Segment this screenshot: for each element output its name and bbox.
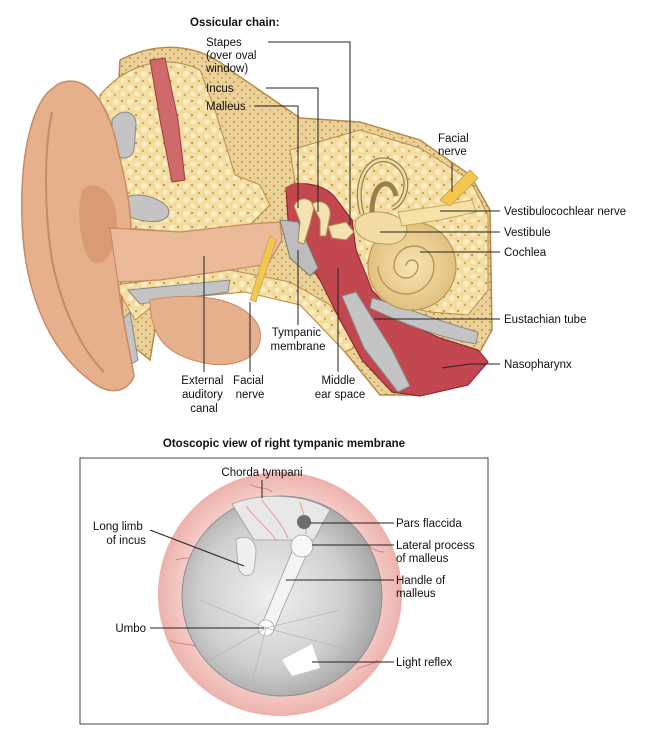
auricle-fold	[45, 111, 105, 373]
top-labels: Stapes (over oval window) Incus Malleus …	[181, 37, 626, 415]
pars-flaccida-dark	[297, 515, 311, 529]
stapes-leader	[268, 41, 351, 225]
label-middle-ear-space: Middle ear space	[315, 375, 366, 401]
light-reflex-shape	[282, 644, 320, 676]
label-chorda-tympani: Chorda tympani	[221, 467, 302, 479]
label-long-limb-incus: Long limb of incus	[93, 521, 146, 547]
label-stapes: Stapes (over oval window)	[205, 37, 260, 75]
label-eustachian-tube: Eustachian tube	[504, 314, 586, 326]
tympanic-membrane	[279, 219, 319, 277]
incus-shadow	[235, 536, 257, 577]
label-lateral-process: Lateral process of malleus	[396, 540, 478, 565]
label-malleus: Malleus	[206, 101, 246, 113]
facial-nerve-top-shape	[439, 169, 479, 207]
top-leader-lines	[203, 41, 500, 372]
label-facial-nerve-bottom: Facial nerve	[233, 375, 267, 401]
label-vestibulocochlear-nerve: Vestibulocochlear nerve	[504, 206, 626, 218]
earlobe	[149, 295, 261, 366]
vestibulocochlear-nerve-shape	[397, 199, 477, 227]
label-handle-malleus: Handle of malleus	[396, 575, 448, 600]
incus-leader	[266, 87, 319, 212]
facial-nerve-bottom-shape	[249, 235, 277, 303]
label-pars-flaccida: Pars flaccida	[396, 518, 462, 530]
malleus-leader	[254, 105, 299, 208]
eustachian-cartilage	[341, 291, 411, 393]
bottom-leader-lines	[149, 480, 394, 663]
label-nasopharynx: Nasopharynx	[504, 359, 572, 371]
muscle-strip	[149, 57, 186, 183]
otoscopic-view	[158, 472, 402, 716]
label-tympanic-membrane: Tympanic membrane	[271, 327, 326, 353]
label-vestibule: Vestibule	[504, 227, 551, 239]
cochlea-spiral	[377, 245, 435, 295]
concha	[79, 185, 117, 264]
stapes	[327, 221, 355, 241]
incus	[311, 201, 331, 237]
external-auditory-canal	[109, 221, 283, 283]
label-cochlea: Cochlea	[504, 247, 547, 259]
vestibule	[354, 211, 408, 245]
label-external-auditory-canal: External auditory canal	[181, 375, 226, 415]
label-umbo: Umbo	[115, 623, 146, 635]
nasopharynx-leader	[441, 363, 500, 369]
membrane-texture	[199, 599, 351, 691]
malleus	[293, 198, 315, 245]
label-light-reflex: Light reflex	[396, 657, 453, 669]
label-incus: Incus	[206, 83, 234, 95]
label-facial-nerve-top: Facial nerve	[438, 133, 472, 158]
auricle	[20, 80, 135, 392]
semicircular-canals-inner	[358, 158, 408, 215]
long-limb-leader	[149, 529, 245, 567]
epitympanum	[284, 182, 316, 196]
bottom-labels: Chorda tympani Long limb of incus Umbo P…	[93, 467, 478, 669]
otoscopic-title: Otoscopic view of right tympanic membran…	[163, 438, 405, 450]
ear-cross-section	[20, 46, 493, 397]
lateral-process	[290, 534, 314, 558]
ossicular-chain-title: Ossicular chain:	[190, 17, 279, 29]
